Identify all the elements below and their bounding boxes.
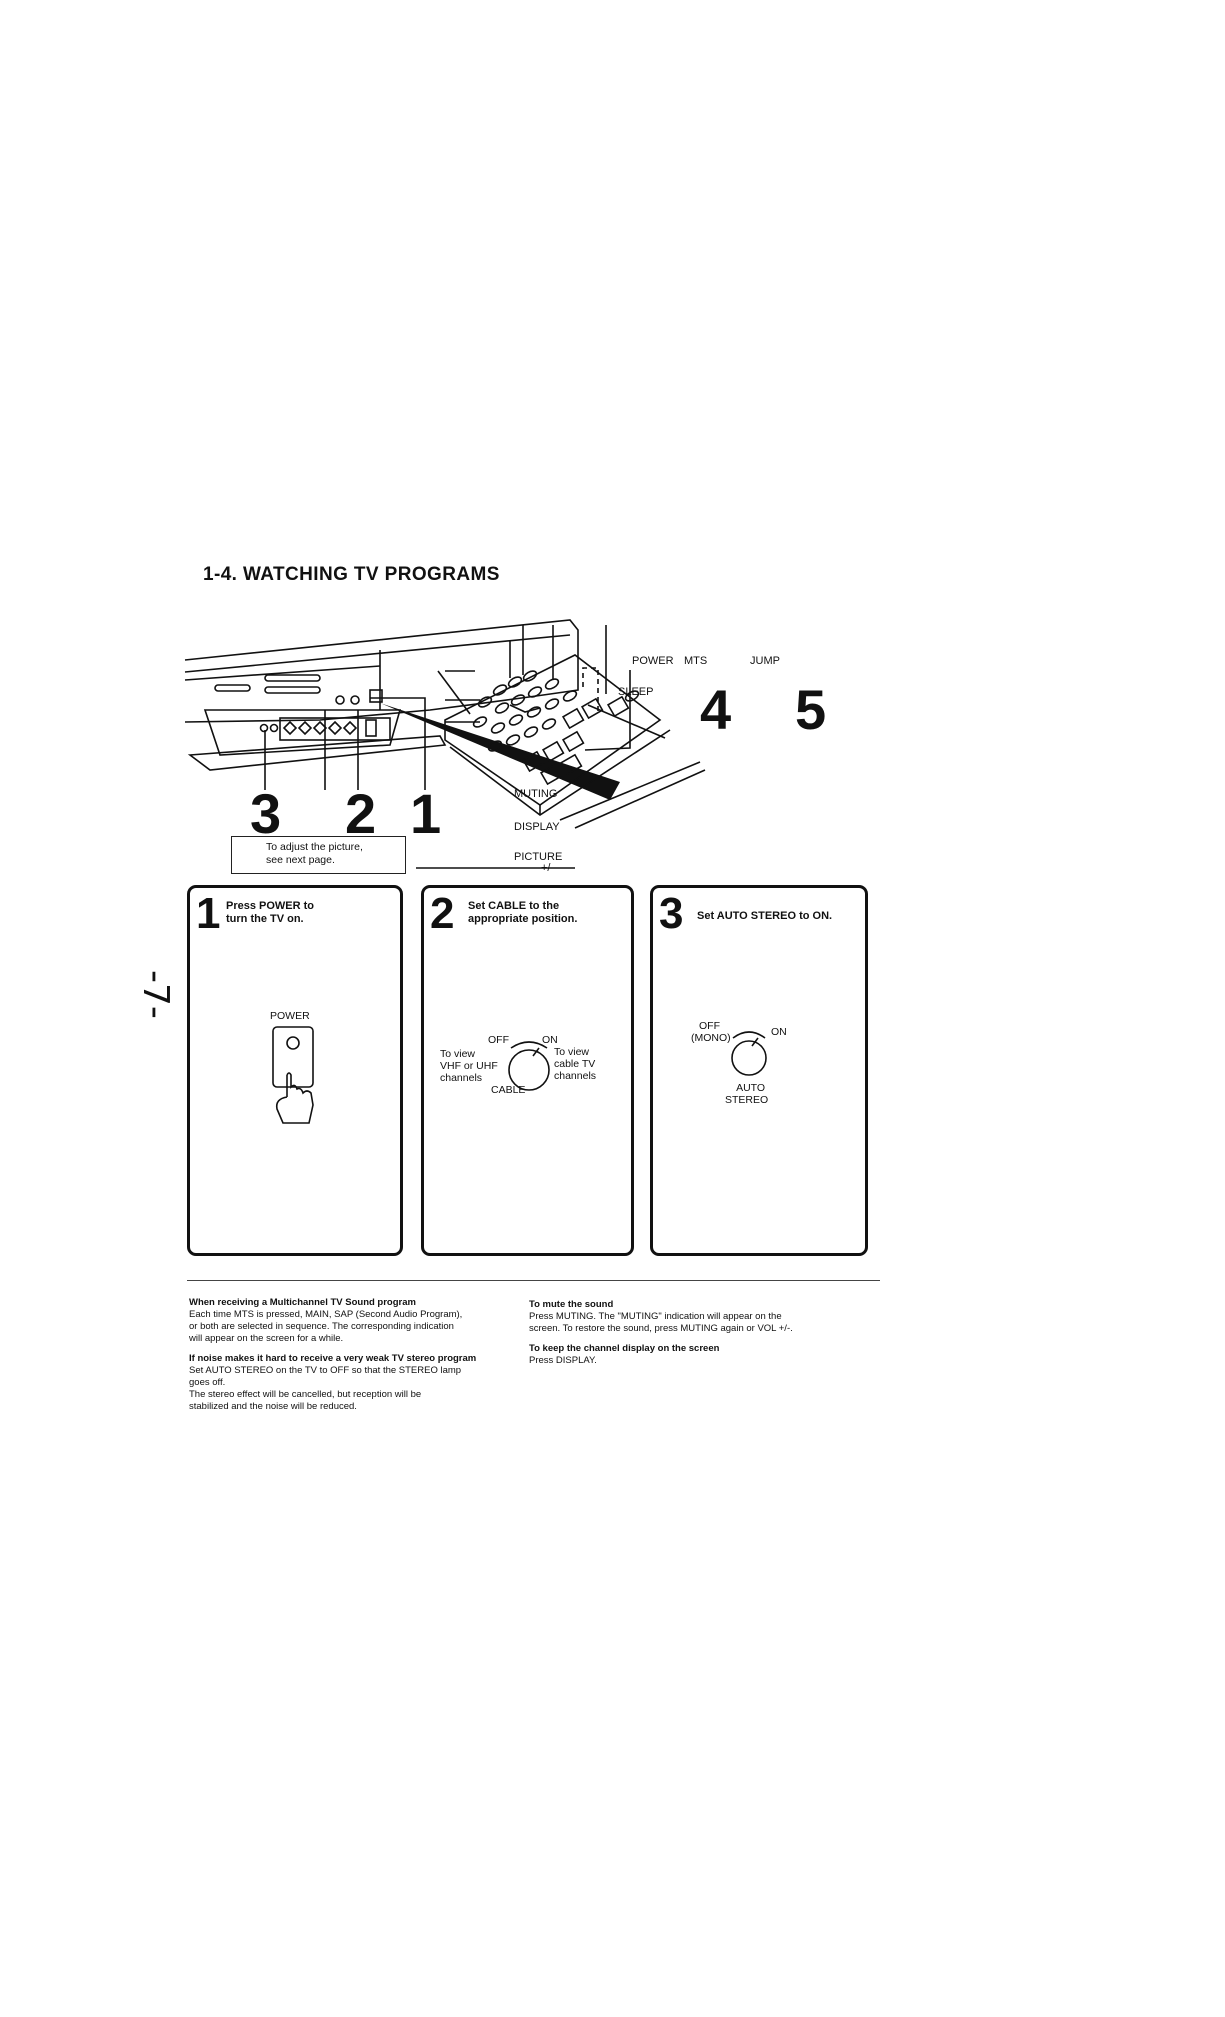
callout-4: 4 (700, 678, 732, 741)
description-line: VHF or UHF (440, 1060, 498, 1072)
step-panel-3: 3 Set AUTO STEREO to ON. OFF (MONO) ON A… (650, 885, 868, 1256)
auto-stereo-line: STEREO (725, 1094, 769, 1106)
step-number: 1 (196, 889, 221, 938)
label-picture: PICTURE (514, 851, 563, 863)
auto-stereo-on-label: ON (771, 1026, 787, 1038)
description-line: channels (554, 1070, 597, 1082)
auto-stereo-label: AUTO STEREO (725, 1082, 768, 1106)
page-title: 1-4. WATCHING TV PROGRAMS (203, 564, 500, 585)
adjust-picture-note: To adjust the picture, see next page. (231, 836, 406, 874)
callout-3: 3 (250, 782, 282, 845)
callout-1: 1 (410, 782, 442, 845)
note-line: Press MUTING. The "MUTING" indication wi… (529, 1311, 782, 1322)
remote-signal-beam (380, 703, 620, 800)
label-muting: MUTING (514, 788, 558, 800)
step-panel-2: 2 Set CABLE to the appropriate position.… (421, 885, 634, 1256)
off-line: OFF (699, 1020, 720, 1032)
step-number: 2 (430, 889, 455, 938)
notes-right-column: To mute the sound Press MUTING. The "MUT… (529, 1299, 859, 1375)
note-line: Press DISPLAY. (529, 1355, 597, 1366)
tv-cabinet-outline (184, 619, 579, 723)
step-instruction-line: Press POWER to (226, 900, 315, 912)
note-heading: To mute the sound (529, 1299, 614, 1310)
label-mts: MTS (684, 655, 708, 667)
off-line: (MONO) (691, 1032, 731, 1044)
tv-and-remote-illustration (184, 619, 706, 869)
note-line: The stereo effect will be cancelled, but… (189, 1389, 422, 1400)
description-line: cable TV (554, 1058, 596, 1070)
note-line: screen. To restore the sound, press MUTI… (529, 1323, 793, 1334)
note-line: goes off. (189, 1377, 226, 1388)
cable-switch-dial-icon (508, 1041, 550, 1091)
vhf-uhf-description: To view VHF or UHF channels (440, 1048, 498, 1084)
label-sleep: SLEEP (618, 686, 654, 698)
switch-on-label: ON (542, 1034, 558, 1046)
step-instruction: Set AUTO STEREO to ON. (697, 910, 833, 922)
description-line: To view (440, 1048, 476, 1060)
side-page-number: -7- (135, 970, 176, 1019)
description-line: channels (440, 1072, 483, 1084)
step-panel-1: 1 Press POWER to turn the TV on. POWER (187, 885, 403, 1256)
note-line: will appear on the screen for a while. (189, 1333, 344, 1344)
note-muting: To mute the sound Press MUTING. The "MUT… (529, 1299, 859, 1335)
note-heading: To keep the channel display on the scree… (529, 1343, 720, 1354)
label-display: DISPLAY (514, 821, 560, 833)
callout-5: 5 (795, 678, 827, 741)
note-heading: If noise makes it hard to receive a very… (189, 1353, 477, 1364)
note-line: or both are selected in sequence. The co… (189, 1321, 454, 1332)
note-line: stabilized and the noise will be reduced… (189, 1401, 357, 1412)
step-number: 3 (659, 889, 684, 938)
note-mts: When receiving a Multichannel TV Sound p… (189, 1297, 479, 1345)
note-line: Set AUTO STEREO on the TV to OFF so that… (189, 1365, 462, 1376)
note-line: Each time MTS is pressed, MAIN, SAP (Sec… (189, 1309, 463, 1320)
label-power: POWER (632, 655, 674, 667)
note-line-2: see next page. (266, 854, 335, 866)
note-display: To keep the channel display on the scree… (529, 1343, 859, 1367)
front-panel-buttons (259, 719, 377, 737)
label-jump: JUMP (750, 655, 780, 667)
switch-off-label: OFF (488, 1034, 509, 1046)
cable-label: CABLE (491, 1084, 526, 1096)
remote-buttons (472, 670, 640, 786)
callout-2: 2 (345, 782, 377, 845)
label-picture-sub: +/- (541, 862, 555, 874)
front-panel-door (203, 709, 402, 756)
auto-stereo-dial-icon (731, 1031, 767, 1076)
step-instruction-line: appropriate position. (468, 913, 578, 925)
cable-tv-description: To view cable TV channels (554, 1046, 596, 1082)
note-heading: When receiving a Multichannel TV Sound p… (189, 1297, 416, 1308)
power-label: POWER (270, 1010, 310, 1022)
step-instruction-line: Set CABLE to the (468, 900, 560, 912)
note-weak-stereo: If noise makes it hard to receive a very… (189, 1353, 479, 1413)
step-instruction: Press POWER to turn the TV on. (226, 900, 314, 926)
auto-stereo-line: AUTO (736, 1082, 766, 1094)
step-instruction: Set CABLE to the appropriate position. (468, 900, 577, 926)
step-instruction-line: turn the TV on. (226, 913, 304, 925)
description-line: To view (554, 1046, 590, 1058)
notes-left-column: When receiving a Multichannel TV Sound p… (189, 1297, 479, 1421)
auto-stereo-off-label: OFF (MONO) (691, 1020, 731, 1044)
power-button-hand-icon (272, 1026, 314, 1124)
section-divider (187, 1280, 880, 1281)
note-line-1: To adjust the picture, (266, 841, 363, 853)
